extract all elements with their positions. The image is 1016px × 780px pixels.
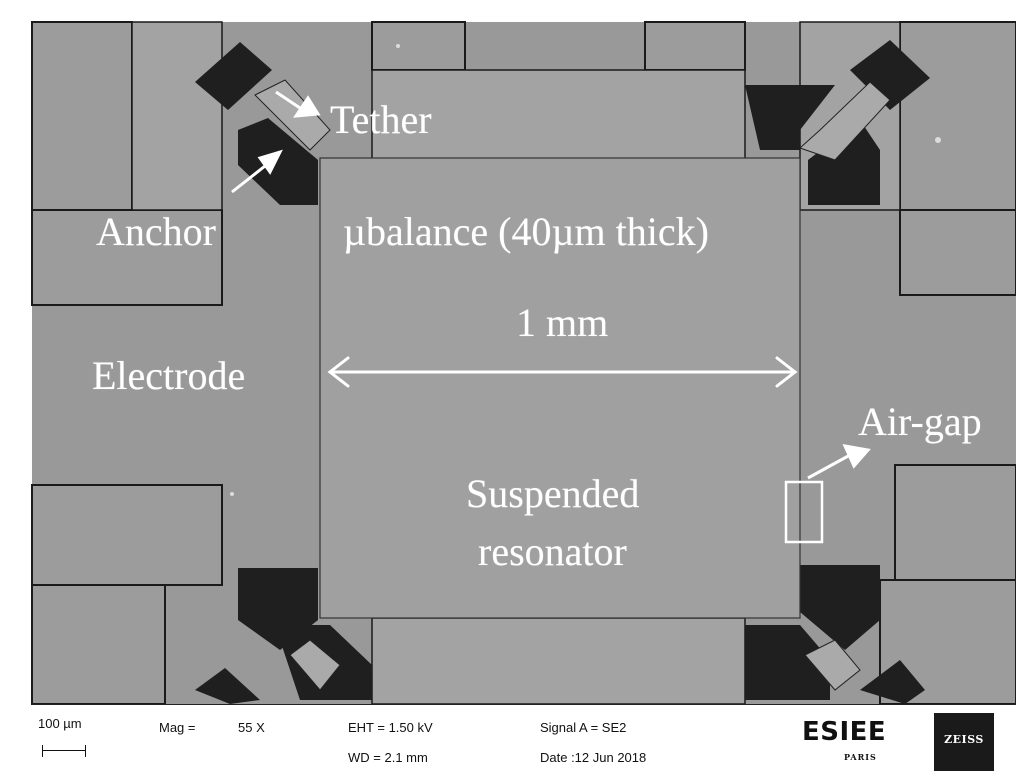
tether-top-left (254, 79, 331, 151)
air-gap-arrow-line (807, 453, 851, 480)
label-electrode: Electrode (92, 353, 246, 398)
trench-tl-2 (238, 118, 318, 205)
trench-br-2 (745, 625, 830, 700)
anchor-arrow-line (231, 164, 266, 194)
signal-value: Signal A = SE2 (540, 720, 627, 735)
label-anchor: Anchor (96, 209, 216, 254)
trench-br-3 (860, 660, 925, 704)
air-gap-box (784, 480, 824, 544)
electrode-top-left (31, 21, 133, 211)
debris (230, 44, 941, 496)
electrode-top-mid-left (371, 21, 466, 71)
tether-bottom-left (289, 639, 341, 691)
trench-tr-1 (850, 40, 930, 110)
sem-databar: 100 µm Mag = 55 X EHT = 1.50 kV WD = 2.1… (32, 704, 1016, 777)
tether-arrow-line (275, 90, 301, 110)
trench-tl-1 (195, 42, 272, 110)
label-dimension: 1 mm (516, 300, 609, 345)
anchor-plate-left (131, 21, 223, 211)
electrode-bottom-left (31, 584, 166, 705)
electrode-top-mid-right (644, 21, 746, 71)
mag-label: Mag = (159, 720, 196, 735)
label-air-gap: Air-gap (858, 399, 982, 444)
electrode-right-lower (894, 464, 1016, 581)
dimension-arrow (327, 356, 798, 388)
label-resonator: resonator (478, 529, 627, 574)
mag-value: 55 X (238, 720, 265, 735)
eht-value: EHT = 1.50 kV (348, 720, 433, 735)
label-suspended: Suspended (466, 471, 640, 516)
anchor-plate-bottom (371, 617, 746, 705)
etched-trenches (195, 40, 930, 704)
zeiss-logo: ZEISS (934, 713, 994, 771)
trench-bl-3 (195, 668, 260, 704)
electrode-right (899, 209, 1016, 296)
esiee-logo: ESIEE (802, 717, 887, 747)
date-value: Date :12 Jun 2018 (540, 750, 647, 765)
zeiss-logo-text: ZEISS (944, 733, 984, 746)
anchor-arrow-head (257, 149, 283, 175)
scale-label: 100 µm (38, 716, 82, 731)
electrode-bottom-right (879, 579, 1016, 705)
esiee-logo-sub: PARIS (844, 752, 877, 762)
tether-arrow-head (293, 95, 321, 118)
resonator-plate (319, 157, 801, 619)
trench-tr-3 (808, 120, 880, 205)
label-tether: Tether (330, 97, 432, 142)
air-gap-arrow-head (842, 444, 871, 469)
electrode-left-lower (31, 484, 223, 586)
label-ubalance: µbalance (40µm thick) (343, 209, 709, 254)
tether-bottom-right (804, 639, 861, 691)
wd-value: WD = 2.1 mm (348, 750, 428, 765)
electrode-regions (31, 21, 1016, 705)
tethers (254, 79, 891, 691)
scale-bar (42, 745, 86, 757)
tether-top-right (799, 81, 891, 161)
trench-tr-2 (745, 85, 835, 150)
trench-br-1 (800, 565, 880, 650)
annotation-arrows (231, 90, 871, 480)
electrode-top-right (899, 21, 1016, 211)
